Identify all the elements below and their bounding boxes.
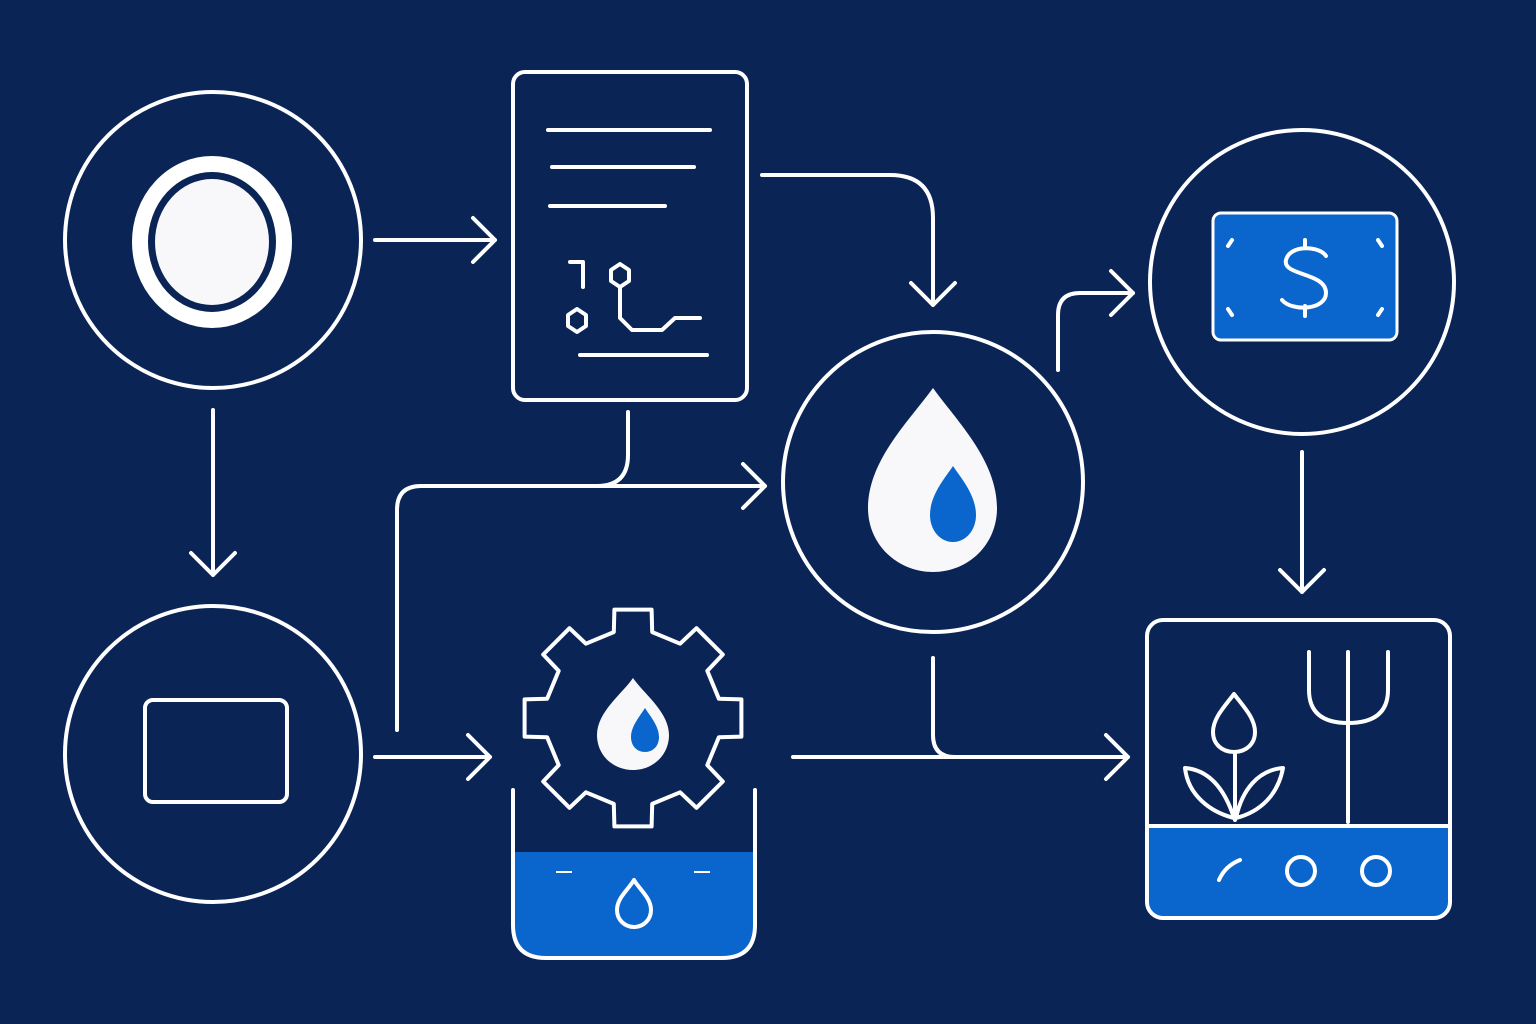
gear-icon xyxy=(522,607,744,829)
arrow-screen-to-processing xyxy=(373,733,492,781)
water-tank-icon xyxy=(511,788,757,960)
node-document xyxy=(511,70,749,402)
dollar-bill-icon xyxy=(1211,211,1399,342)
node-payment xyxy=(1148,128,1456,436)
arrow-merge-to-water xyxy=(395,410,767,732)
arrow-processing-to-agriculture xyxy=(791,656,1130,781)
gear-drop-icon xyxy=(597,678,669,770)
ring-icon xyxy=(132,156,292,328)
arrow-document-to-water xyxy=(760,173,957,307)
plant-icon xyxy=(1183,692,1285,822)
arrow-payment-to-agriculture xyxy=(1278,450,1326,594)
connectors xyxy=(189,173,1326,781)
node-water xyxy=(781,330,1085,634)
arrow-source-to-document xyxy=(373,216,497,264)
node-agriculture xyxy=(1145,618,1452,920)
arrow-water-to-payment xyxy=(1056,269,1135,372)
node-source xyxy=(63,90,363,390)
water-drop-icon xyxy=(868,388,997,572)
document-circuit-icon xyxy=(546,128,712,357)
node-screen xyxy=(63,604,363,904)
node-processing xyxy=(511,607,757,960)
soil-dots-icon xyxy=(1217,855,1392,887)
rectangle-icon xyxy=(143,698,289,804)
pitchfork-icon xyxy=(1307,650,1390,824)
arrow-source-to-screen xyxy=(189,408,237,577)
